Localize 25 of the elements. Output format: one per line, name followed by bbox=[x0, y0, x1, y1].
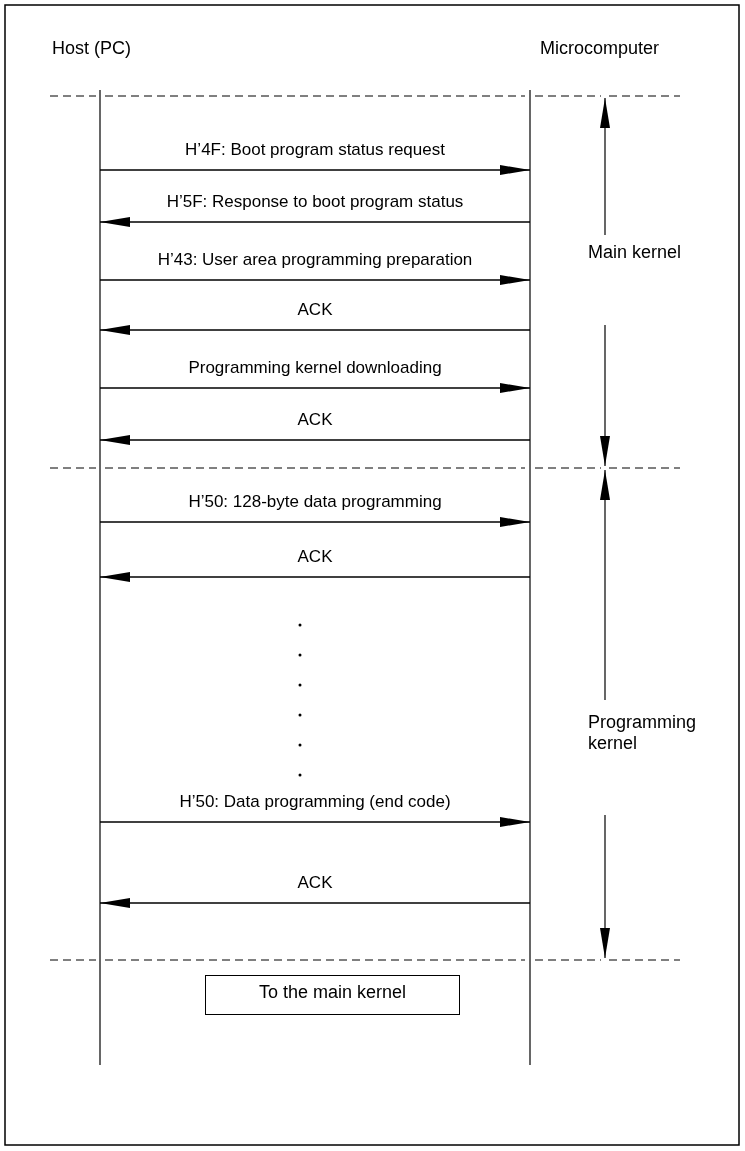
edge-label: H’43: User area programming preparation bbox=[157, 250, 473, 270]
edge-label: ACK bbox=[297, 410, 333, 430]
lifeline-heading: Host (PC) bbox=[52, 38, 131, 59]
arrow bbox=[99, 435, 531, 445]
edge-label: H’50: 128-byte data programming bbox=[188, 492, 442, 512]
edge-label: H’50: Data programming (end code) bbox=[179, 792, 451, 812]
edge-label: ACK bbox=[297, 547, 333, 567]
arrow bbox=[99, 165, 531, 175]
arrow bbox=[99, 517, 531, 527]
section-label: Main kernel bbox=[588, 242, 683, 263]
arrow bbox=[99, 383, 531, 393]
edge-label: Programming kernel downloading bbox=[188, 358, 442, 378]
edge-label: ACK bbox=[297, 873, 333, 893]
process-box: To the main kernel bbox=[205, 975, 460, 1015]
arrow bbox=[99, 217, 531, 227]
arrow bbox=[99, 898, 531, 908]
arrow bbox=[99, 325, 531, 335]
lifeline-heading: Microcomputer bbox=[540, 38, 660, 59]
arrow bbox=[99, 275, 531, 285]
section-label: Programming kernel bbox=[588, 712, 698, 754]
arrow bbox=[99, 572, 531, 582]
edge-label: H’4F: Boot program status request bbox=[185, 140, 445, 160]
edge-label: ACK bbox=[297, 300, 333, 320]
arrow bbox=[99, 817, 531, 827]
edge-label: H’5F: Response to boot program status bbox=[166, 192, 464, 212]
